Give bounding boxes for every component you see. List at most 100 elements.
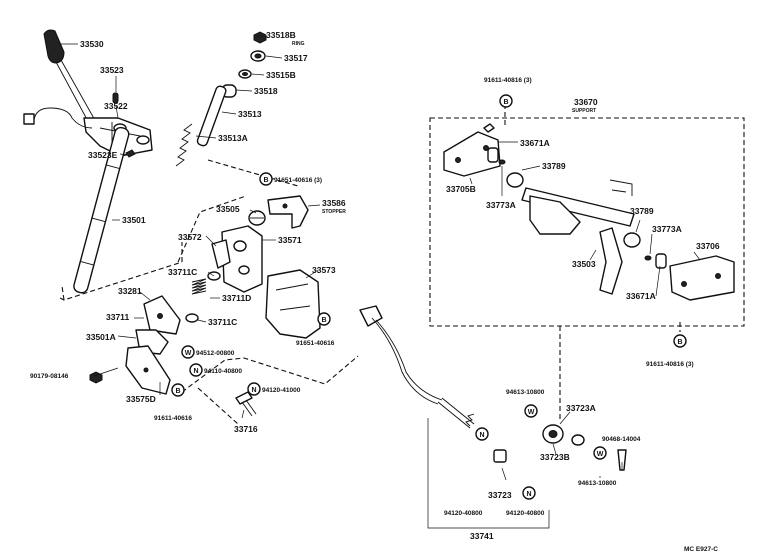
label-91651-40616-3: 91651-40616 (3) <box>274 177 322 184</box>
label-33513A: 33513A <box>218 133 248 143</box>
badge-n-94120-b: N <box>475 427 489 441</box>
badge-w-94512: W <box>181 345 195 359</box>
label-94120-40800-b: 94120-40800 <box>444 510 483 517</box>
svg-text:B: B <box>503 99 508 106</box>
svg-text:N: N <box>479 432 484 439</box>
badge-n-94110: N <box>189 363 203 377</box>
nut-90179 <box>89 371 103 384</box>
bushing-33671A-b <box>655 253 667 269</box>
svg-text:B: B <box>677 339 682 346</box>
badge-n-94120-a: N <box>247 382 261 396</box>
svg-text:N: N <box>193 368 198 375</box>
svg-text:B: B <box>321 317 326 324</box>
bushing-33789-a <box>506 172 524 188</box>
support-assembly-box <box>429 117 745 327</box>
bracket-33706 <box>669 255 735 301</box>
cover-33573 <box>265 269 321 339</box>
badge-b-91611-top: B <box>499 94 513 108</box>
label-33789-b: 33789 <box>630 206 654 216</box>
bolt-33716 <box>235 391 253 405</box>
badge-b-91651-b: B <box>317 312 331 326</box>
label-33711D: 33711D <box>222 293 251 303</box>
label-91651-40616: 91651-40616 <box>296 340 335 347</box>
shift-cable-33741 <box>359 305 627 471</box>
label-33773A-b: 33773A <box>652 224 682 234</box>
spring-33513A <box>175 123 193 167</box>
bracket-33705B <box>443 131 501 177</box>
svg-text:W: W <box>528 409 535 416</box>
label-33523: 33523 <box>100 65 124 75</box>
label-33741: 33741 <box>470 531 494 541</box>
clip-33723 <box>493 449 507 463</box>
label-33523E: 33523E <box>88 150 118 160</box>
label-ring: RING <box>292 41 305 47</box>
label-33705B: 33705B <box>446 184 476 194</box>
svg-text:W: W <box>185 350 192 357</box>
pin-90468 <box>617 449 627 471</box>
svg-text:N: N <box>526 491 531 498</box>
washer-33773A-a <box>498 159 506 165</box>
label-94512-00800: 94512-00800 <box>196 350 235 357</box>
label-33572: 33572 <box>178 232 202 242</box>
label-94613-10800-b: 94613-10800 <box>578 480 617 487</box>
cable-threaded-end <box>465 413 475 427</box>
label-33501: 33501 <box>122 215 146 225</box>
label-94613-10800-a: 94613-10800 <box>506 389 545 396</box>
label-33723A: 33723A <box>566 403 596 413</box>
label-33670: 33670 <box>574 97 598 107</box>
badge-n-94120-c: N <box>522 486 536 500</box>
label-33723B: 33723B <box>540 452 570 462</box>
label-33505: 33505 <box>216 204 240 214</box>
label-33530: 33530 <box>80 39 104 49</box>
pin-33523 <box>112 92 119 104</box>
svg-text:N: N <box>251 387 256 394</box>
svg-text:W: W <box>597 451 604 458</box>
svg-text:B: B <box>263 177 268 184</box>
label-33518B: 33518B <box>266 30 296 40</box>
label-33586: 33586 <box>322 198 346 208</box>
label-33281: 33281 <box>118 286 142 296</box>
label-33789-a: 33789 <box>542 161 566 171</box>
label-33711: 33711 <box>106 312 129 322</box>
cable-body <box>371 317 443 405</box>
bushing-33671A-a <box>487 147 499 163</box>
nut-33518B <box>253 31 267 44</box>
label-33773A-a: 33773A <box>486 200 516 210</box>
label-94120-41000: 94120-41000 <box>262 387 301 394</box>
badge-b-91651-a: B <box>259 172 273 186</box>
label-33501A: 33501A <box>86 332 116 342</box>
clip-33523E <box>125 149 136 158</box>
label-33573: 33573 <box>312 265 336 275</box>
assembly-lines <box>59 96 681 529</box>
label-33515B: 33515B <box>266 70 296 80</box>
label-33513: 33513 <box>238 109 262 119</box>
label-91611-40816-top: 91611-40816 (3) <box>484 77 532 84</box>
label-94110-40800: 94110-40800 <box>204 368 242 375</box>
label-33503: 33503 <box>572 259 596 269</box>
label-33571: 33571 <box>278 235 302 245</box>
wire-connector <box>23 113 35 125</box>
label-33575D: 33575D <box>126 394 156 404</box>
bracket-33571 <box>221 225 263 293</box>
shaft-33503 <box>521 187 635 227</box>
washer-33773A-b <box>644 255 652 261</box>
label-33671A-a: 33671A <box>520 138 550 148</box>
lever-33503 <box>529 195 581 235</box>
label-33671A-b: 33671A <box>626 291 656 301</box>
label-90179-08146: 90179-08146 <box>30 373 69 380</box>
bushing-33723A <box>571 434 585 446</box>
label-91611-40616: 91611-40616 <box>154 415 192 422</box>
rod-parts-stack <box>175 31 267 167</box>
label-33711C-a: 33711C <box>168 267 197 277</box>
switch-wire <box>33 107 93 129</box>
label-33716: 33716 <box>234 424 258 434</box>
label-33517: 33517 <box>284 53 308 63</box>
badge-b-91611-a: B <box>171 383 185 397</box>
label-33723: 33723 <box>488 490 512 500</box>
bolt-91611-top <box>483 123 495 133</box>
rod-33513 <box>196 85 227 147</box>
badge-w-94613-b: W <box>593 446 607 460</box>
spring-33711D <box>191 278 207 295</box>
part-labels: 33530 33523 33522 33523E 33501 33281 337… <box>30 30 720 553</box>
